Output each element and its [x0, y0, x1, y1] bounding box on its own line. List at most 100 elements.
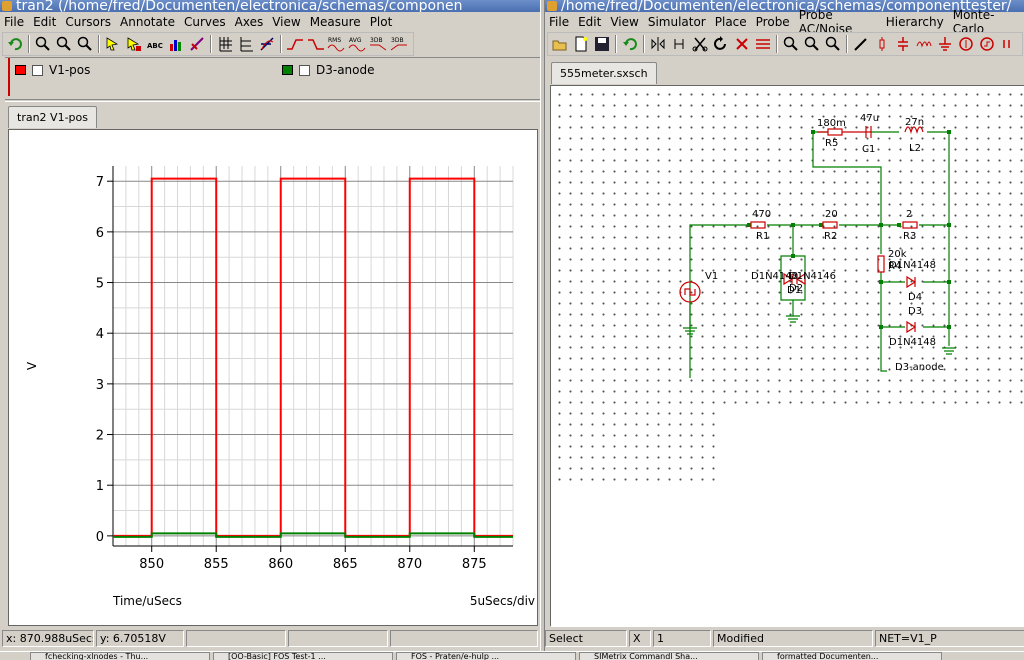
- inductor-icon[interactable]: [914, 34, 934, 54]
- zoom-fit-icon[interactable]: [75, 34, 95, 54]
- resistor-icon[interactable]: [872, 34, 892, 54]
- x-tick-label: 850: [139, 557, 164, 572]
- y-tick-label: 0: [96, 530, 104, 545]
- zoom-out-icon[interactable]: [802, 34, 822, 54]
- clock-icon[interactable]: [977, 34, 997, 54]
- wire-icon[interactable]: [753, 34, 773, 54]
- taskbar-item[interactable]: formatted Documenten...: [762, 652, 942, 660]
- menu-file[interactable]: File: [4, 15, 25, 29]
- menu-hierarchy[interactable]: Hierarchy: [885, 15, 944, 29]
- menu-annotate[interactable]: Annotate: [120, 15, 175, 29]
- legend-label: V1-pos: [49, 63, 91, 77]
- delete-icon[interactable]: [732, 34, 752, 54]
- redo-icon[interactable]: [711, 34, 731, 54]
- menu-file[interactable]: File: [549, 15, 570, 29]
- bar-chart-icon[interactable]: [166, 34, 186, 54]
- capacitor-icon[interactable]: [893, 34, 913, 54]
- 3db-alt-icon[interactable]: 3DB: [390, 34, 410, 54]
- menu-view[interactable]: View: [272, 15, 301, 29]
- schematic-drawing[interactable]: 180m R5 47u C1 27n L2 470 R1 20 R2 2 R3 …: [551, 86, 1024, 627]
- waveform-title-bar[interactable]: tran2 (/home/fred/Documenten/electronica…: [0, 0, 540, 12]
- legend-item-d3-anode[interactable]: D3-anode: [282, 63, 375, 77]
- rotate-icon[interactable]: [669, 34, 689, 54]
- zoom-in-icon[interactable]: [33, 34, 53, 54]
- blank-region: [721, 406, 1024, 627]
- legend-divider: [5, 99, 540, 102]
- menu-edit[interactable]: Edit: [33, 15, 57, 29]
- r3-value: 2: [906, 209, 912, 220]
- more-icon[interactable]: [998, 34, 1018, 54]
- schematic-toolbar: [547, 32, 1023, 56]
- toolbar-separator: [615, 35, 617, 53]
- toolbar-separator: [28, 35, 30, 53]
- save-icon[interactable]: [592, 34, 612, 54]
- menu-axes[interactable]: Axes: [234, 15, 264, 29]
- zoom-fit-icon[interactable]: [823, 34, 843, 54]
- ground-icon[interactable]: [935, 34, 955, 54]
- tab-tran2-v1-pos[interactable]: tran2 V1-pos: [8, 106, 97, 128]
- curve-icon[interactable]: [257, 34, 277, 54]
- avg-icon[interactable]: AVG: [348, 34, 368, 54]
- legend-color-swatch: [282, 65, 293, 75]
- rms-label: RMS: [328, 37, 341, 44]
- undo-icon[interactable]: [5, 34, 25, 54]
- mirror-icon[interactable]: [648, 34, 668, 54]
- axes-icon[interactable]: [236, 34, 256, 54]
- measure-icon[interactable]: [187, 34, 207, 54]
- coord-x-value: 1: [653, 630, 711, 647]
- schematic-canvas[interactable]: 180m R5 47u C1 27n L2 470 R1 20 R2 2 R3 …: [550, 85, 1024, 627]
- zoom-out-icon[interactable]: [54, 34, 74, 54]
- window-divider[interactable]: [540, 0, 545, 659]
- l2-value: 27n: [905, 117, 924, 128]
- annotate-icon[interactable]: ABC: [145, 34, 165, 54]
- taskbar-item[interactable]: SIMetrix Commandl Sha...: [579, 652, 759, 660]
- new-icon[interactable]: [571, 34, 591, 54]
- source-icon[interactable]: [956, 34, 976, 54]
- menu-curves[interactable]: Curves: [183, 15, 226, 29]
- tab-label: tran2 V1-pos: [17, 111, 88, 124]
- legend-item-v1-pos[interactable]: V1-pos: [15, 63, 90, 77]
- pencil-icon[interactable]: [851, 34, 871, 54]
- cut-icon[interactable]: [690, 34, 710, 54]
- zoom-in-icon[interactable]: [781, 34, 801, 54]
- net-label-d3-anode: D3-anode: [895, 362, 944, 373]
- menu-measure[interactable]: Measure: [309, 15, 361, 29]
- x-tick-label: 865: [333, 557, 358, 572]
- schematic-title-bar[interactable]: /home/fred/Documenten/electronica/schema…: [545, 0, 1024, 12]
- menu-simulator[interactable]: Simulator: [647, 15, 706, 29]
- d1-ref: D1: [787, 285, 801, 296]
- taskbar-item[interactable]: [OO-Basic] FOS Test-1 ...: [213, 652, 393, 660]
- taskbar-item[interactable]: FOS - Praten/e-hulp ...: [396, 652, 576, 660]
- component-labels: 180m R5 47u C1 27n L2 470 R1 20 R2 2 R3 …: [705, 113, 944, 373]
- menu-probe[interactable]: Probe: [755, 15, 790, 29]
- menu-cursors[interactable]: Cursors: [65, 15, 112, 29]
- menu-edit[interactable]: Edit: [578, 15, 602, 29]
- open-icon[interactable]: [550, 34, 570, 54]
- rms-icon[interactable]: RMS: [327, 34, 347, 54]
- menu-place[interactable]: Place: [714, 15, 747, 29]
- legend-checkbox[interactable]: [32, 64, 43, 76]
- y-tick-label: 3: [96, 378, 104, 393]
- d3-value: D1N4148: [889, 337, 936, 348]
- toolbar-separator: [776, 35, 778, 53]
- waveform-status-bar: x: 870.988uSecs y: 6.70518V: [2, 630, 538, 647]
- tab-555meter[interactable]: 555meter.sxsch: [551, 62, 657, 84]
- fall-icon[interactable]: [306, 34, 326, 54]
- undo-icon[interactable]: [620, 34, 640, 54]
- status-field: [390, 630, 538, 647]
- toolbar-separator: [98, 35, 100, 53]
- taskbar-item[interactable]: fchecking-xlnodes - Thu...: [30, 652, 210, 660]
- 3db-icon[interactable]: 3DB: [369, 34, 389, 54]
- y-tick-label: 4: [96, 327, 104, 342]
- legend-checkbox[interactable]: [299, 64, 310, 76]
- rise-icon[interactable]: [285, 34, 305, 54]
- cursor-icon[interactable]: [103, 34, 123, 54]
- menu-plot[interactable]: Plot: [369, 15, 393, 29]
- x-scale-label: 5uSecs/div: [470, 594, 535, 608]
- grid-icon[interactable]: [215, 34, 235, 54]
- x-tick-label: 855: [204, 557, 229, 572]
- cursor-drag-icon[interactable]: [124, 34, 144, 54]
- menu-view[interactable]: View: [610, 15, 639, 29]
